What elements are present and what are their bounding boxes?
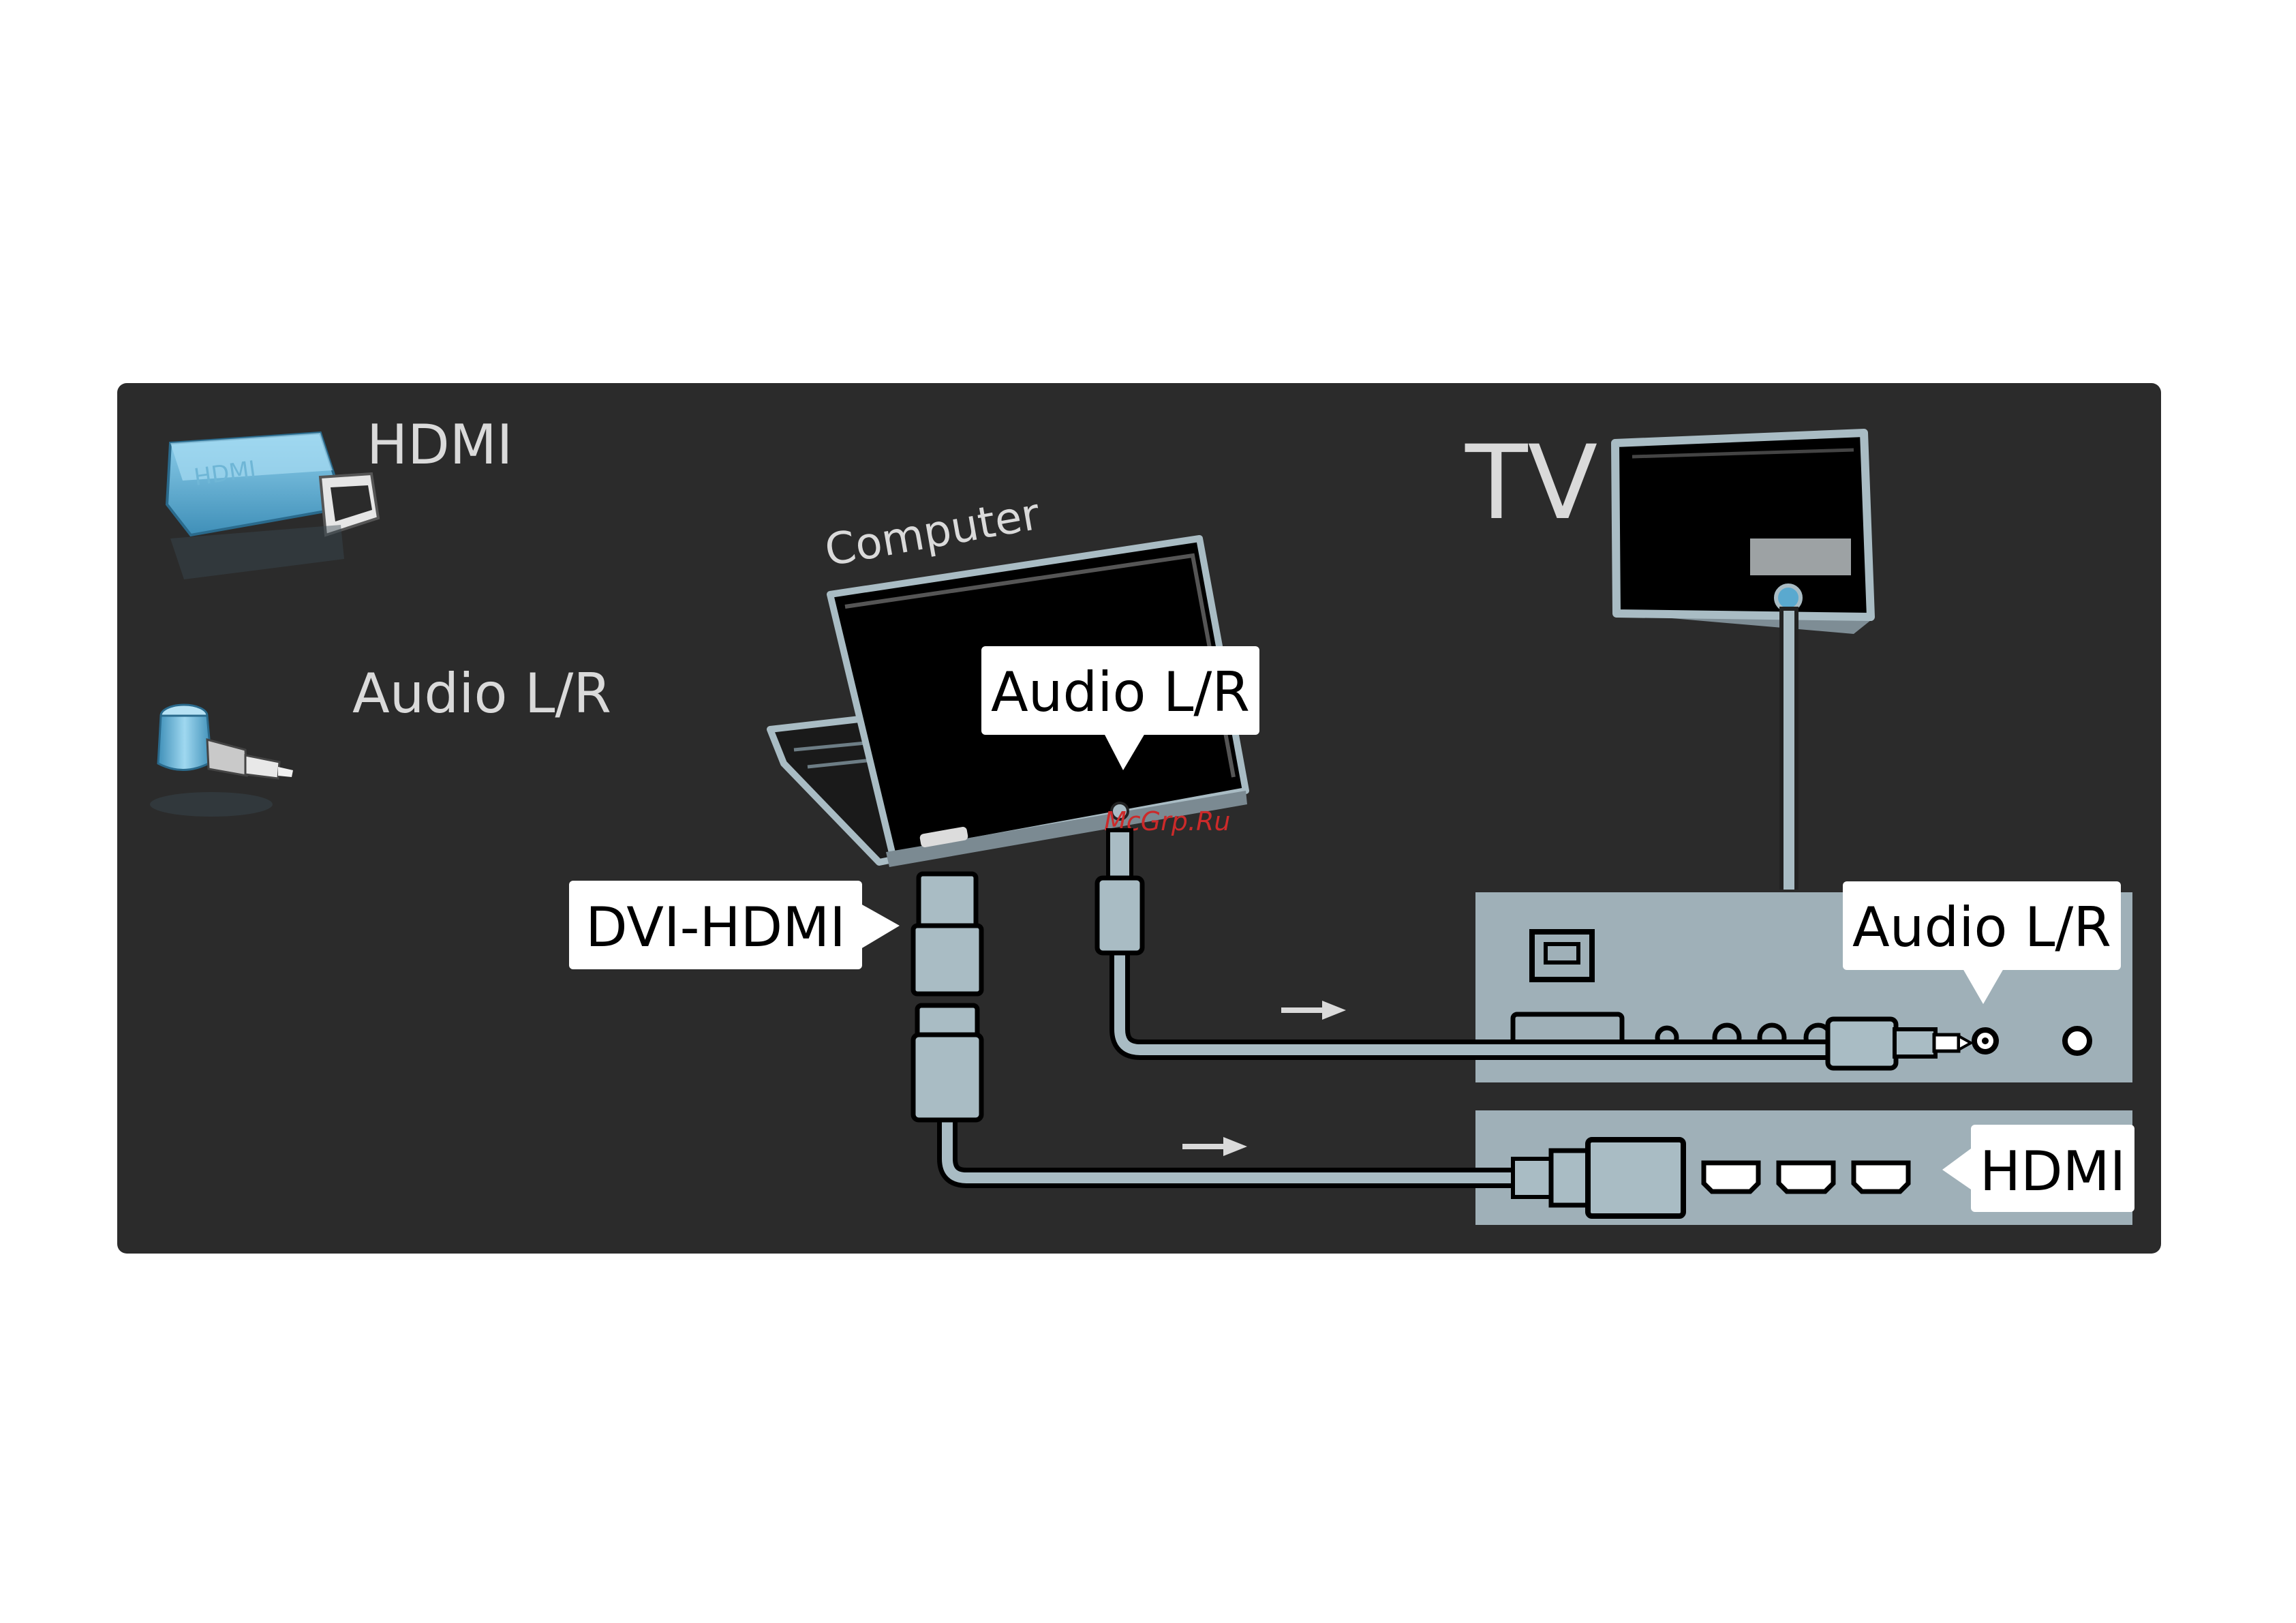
hdmi-port-2 [1779, 1163, 1833, 1192]
legend-audio-label: Audio L/R [352, 662, 611, 725]
tv-hdmi-label: HDMI [1980, 1140, 2126, 1203]
tv-internal-cable [1781, 609, 1796, 895]
hdmi-port-3 [1854, 1163, 1908, 1192]
legend-hdmi-label: HDMI [367, 413, 512, 476]
tv-audio-label: Audio L/R [1852, 896, 2111, 959]
tv-screen [1615, 433, 1871, 634]
computer-audio-label: Audio L/R [991, 661, 1250, 724]
hdmi-port-1 [1704, 1163, 1758, 1192]
tv-label: TV [1465, 424, 1597, 543]
dvi-hdmi-label: DVI-HDMI [585, 896, 846, 959]
